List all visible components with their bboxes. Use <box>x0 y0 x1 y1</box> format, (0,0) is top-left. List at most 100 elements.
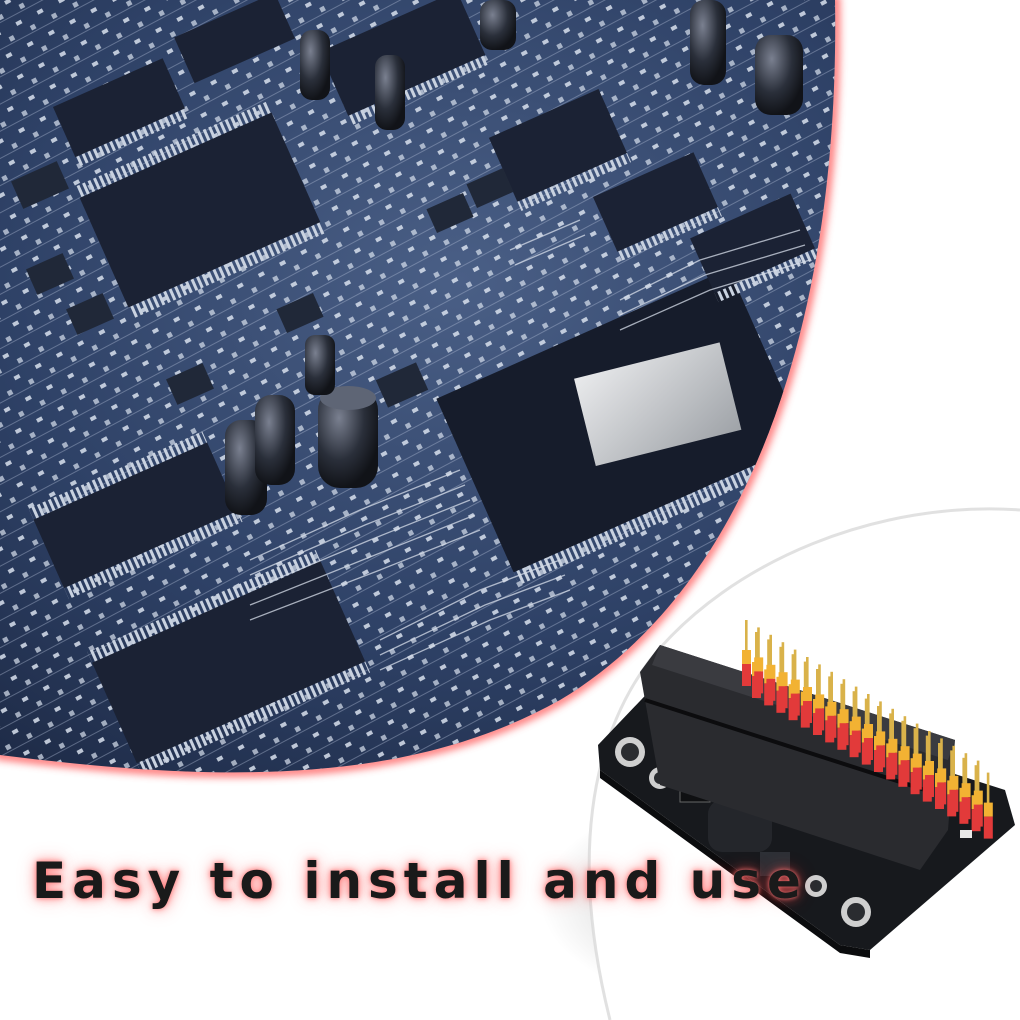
traces <box>249 219 811 671</box>
header-pin <box>842 679 846 714</box>
header-pin <box>803 661 807 696</box>
header-housing-red <box>827 715 837 738</box>
header-housing-yellow <box>766 664 776 679</box>
header-housing-yellow <box>900 746 910 761</box>
header-housing-yellow <box>973 790 983 805</box>
header-pin <box>840 683 843 718</box>
header-pin <box>877 706 880 740</box>
header-pin <box>976 760 980 795</box>
header-pin <box>828 676 831 711</box>
caption-text: Easy to install and use <box>32 852 807 910</box>
pin-headers <box>742 620 993 839</box>
header-housing-yellow <box>803 687 812 701</box>
header-housing-red <box>961 797 971 820</box>
header-housing-red <box>973 804 983 827</box>
header-housing-yellow <box>888 738 898 753</box>
small-components <box>11 161 514 408</box>
header-housing-red <box>864 738 873 760</box>
header-pin <box>913 728 917 763</box>
header-housing-red <box>766 678 776 701</box>
header-pin <box>769 634 772 669</box>
header-pin <box>852 691 856 726</box>
header-pin <box>889 713 892 748</box>
header-housing-red <box>900 760 910 783</box>
edge-connector <box>640 645 955 870</box>
header-housing-yellow <box>742 650 751 664</box>
header-pin <box>925 735 929 770</box>
chip <box>87 550 371 773</box>
chip <box>690 193 820 303</box>
header-pin <box>928 731 931 765</box>
header-pin <box>745 620 748 654</box>
header-housing-yellow <box>754 657 764 672</box>
header-housing-red <box>754 671 764 694</box>
chip <box>488 89 632 211</box>
chip <box>436 268 812 586</box>
header-pin <box>791 654 795 689</box>
header-housing-red <box>778 686 788 709</box>
led <box>960 830 972 838</box>
header-housing-red <box>839 723 849 746</box>
microbit-breakout-board-photo <box>598 620 1015 958</box>
header-housing-yellow <box>983 802 993 817</box>
header-pin <box>938 743 941 777</box>
chip <box>174 0 295 84</box>
header-pin <box>962 757 965 792</box>
header-pin <box>901 720 904 755</box>
header-pin <box>779 646 782 681</box>
header-pin <box>879 701 882 736</box>
header-housing-red <box>790 693 800 716</box>
header-housing-yellow <box>815 694 825 709</box>
chip <box>52 58 190 167</box>
header-pin <box>757 627 760 662</box>
header-housing-yellow <box>790 679 800 694</box>
header-housing-yellow <box>937 768 947 783</box>
header-pin <box>818 664 821 699</box>
header-pin <box>950 750 953 785</box>
header-housing-red <box>742 664 751 686</box>
header-housing-yellow <box>851 716 861 731</box>
header-pin <box>854 686 858 721</box>
header-housing-yellow <box>864 724 873 738</box>
header-pin <box>830 671 833 706</box>
header-pin <box>940 738 943 773</box>
header-pin <box>952 745 955 780</box>
header-housing-yellow <box>876 731 886 746</box>
header-pin <box>964 753 968 788</box>
switch <box>760 852 790 876</box>
header-housing-red <box>937 782 947 805</box>
header-housing-yellow <box>912 753 922 768</box>
chip <box>28 431 243 600</box>
header-pin <box>974 765 978 800</box>
header-pin <box>986 772 990 807</box>
header-pin <box>816 669 819 703</box>
chip <box>74 101 326 319</box>
header-housing-yellow <box>778 672 788 687</box>
header-housing-red <box>983 816 993 839</box>
circuit-board-photo <box>0 0 836 773</box>
capacitors <box>225 0 803 515</box>
header-pin <box>867 694 870 728</box>
header-housing-red <box>803 701 812 723</box>
header-pin <box>864 698 868 733</box>
header-pin <box>915 723 919 758</box>
header-housing-red <box>815 708 825 731</box>
header-pin <box>891 708 894 743</box>
header-housing-yellow <box>925 761 934 775</box>
header-housing-yellow <box>827 701 837 716</box>
header-housing-red <box>925 775 934 797</box>
header-housing-red <box>876 745 886 768</box>
header-pin <box>903 716 907 751</box>
header-housing-yellow <box>961 783 971 798</box>
header-housing-red <box>888 752 898 775</box>
header-housing-red <box>851 730 861 753</box>
header-housing-red <box>912 767 922 790</box>
header-housing-yellow <box>949 775 959 790</box>
header-pin <box>781 642 785 677</box>
header-pin <box>755 632 758 666</box>
chip <box>592 152 722 261</box>
header-pin <box>806 657 809 691</box>
header-housing-red <box>949 789 959 812</box>
header-pin <box>767 639 770 674</box>
